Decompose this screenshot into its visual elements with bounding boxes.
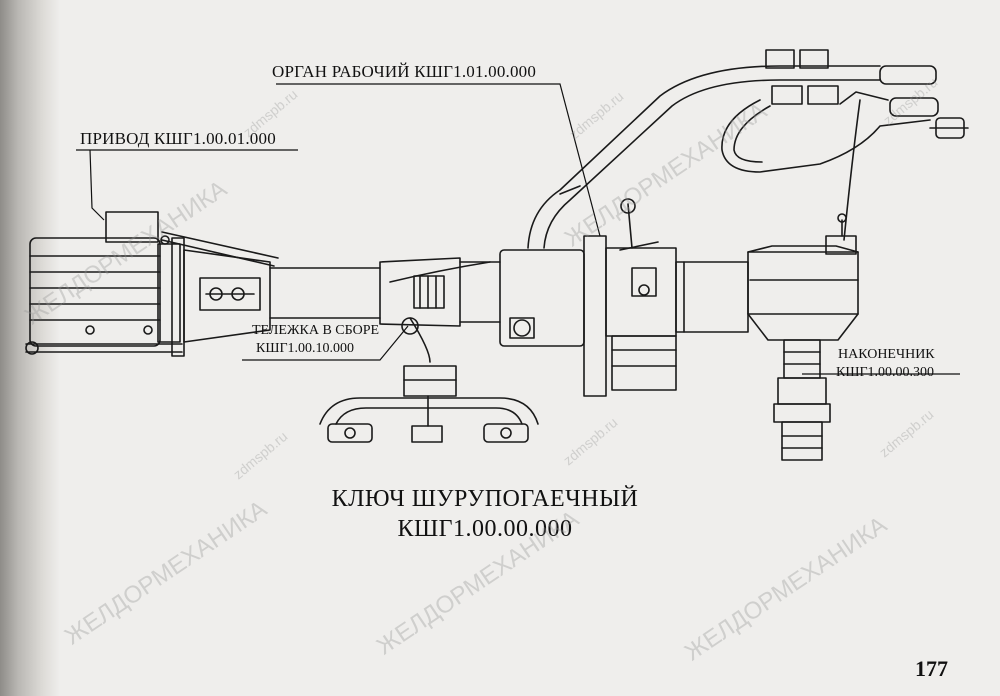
nakonechnik-head	[747, 213, 859, 461]
drawing-code: КШГ1.00.00.000	[397, 516, 573, 542]
leader-organ	[276, 83, 601, 237]
working-organ-housing	[499, 198, 749, 397]
scan-gutter-shadow	[0, 0, 60, 696]
leader-telezhka	[242, 325, 409, 361]
label-nakonechnik-title: НАКОНЕЧНИК	[838, 347, 935, 362]
label-telezhka-title: ТЕЛЕЖКА В СБОРЕ	[252, 323, 380, 338]
label-privod: ПРИВОД КШГ1.00.01.000	[80, 129, 276, 148]
label-nakonechnik-code: КШГ1.00.00.300	[836, 365, 935, 380]
page-number: 177	[915, 656, 948, 681]
coupling-housing	[161, 231, 279, 343]
main-shaft	[269, 257, 501, 327]
drawing-title: КЛЮЧ ШУРУПОГАЕЧНЫЙ	[331, 486, 639, 512]
label-telezhka-code: КШГ1.00.10.000	[256, 341, 355, 356]
operator-handle	[527, 49, 969, 249]
trolley	[319, 317, 539, 443]
label-organ-rabochiy: ОРГАН РАБОЧИЙ КШГ1.01.00.000	[272, 62, 537, 81]
leader-privod	[89, 149, 105, 221]
